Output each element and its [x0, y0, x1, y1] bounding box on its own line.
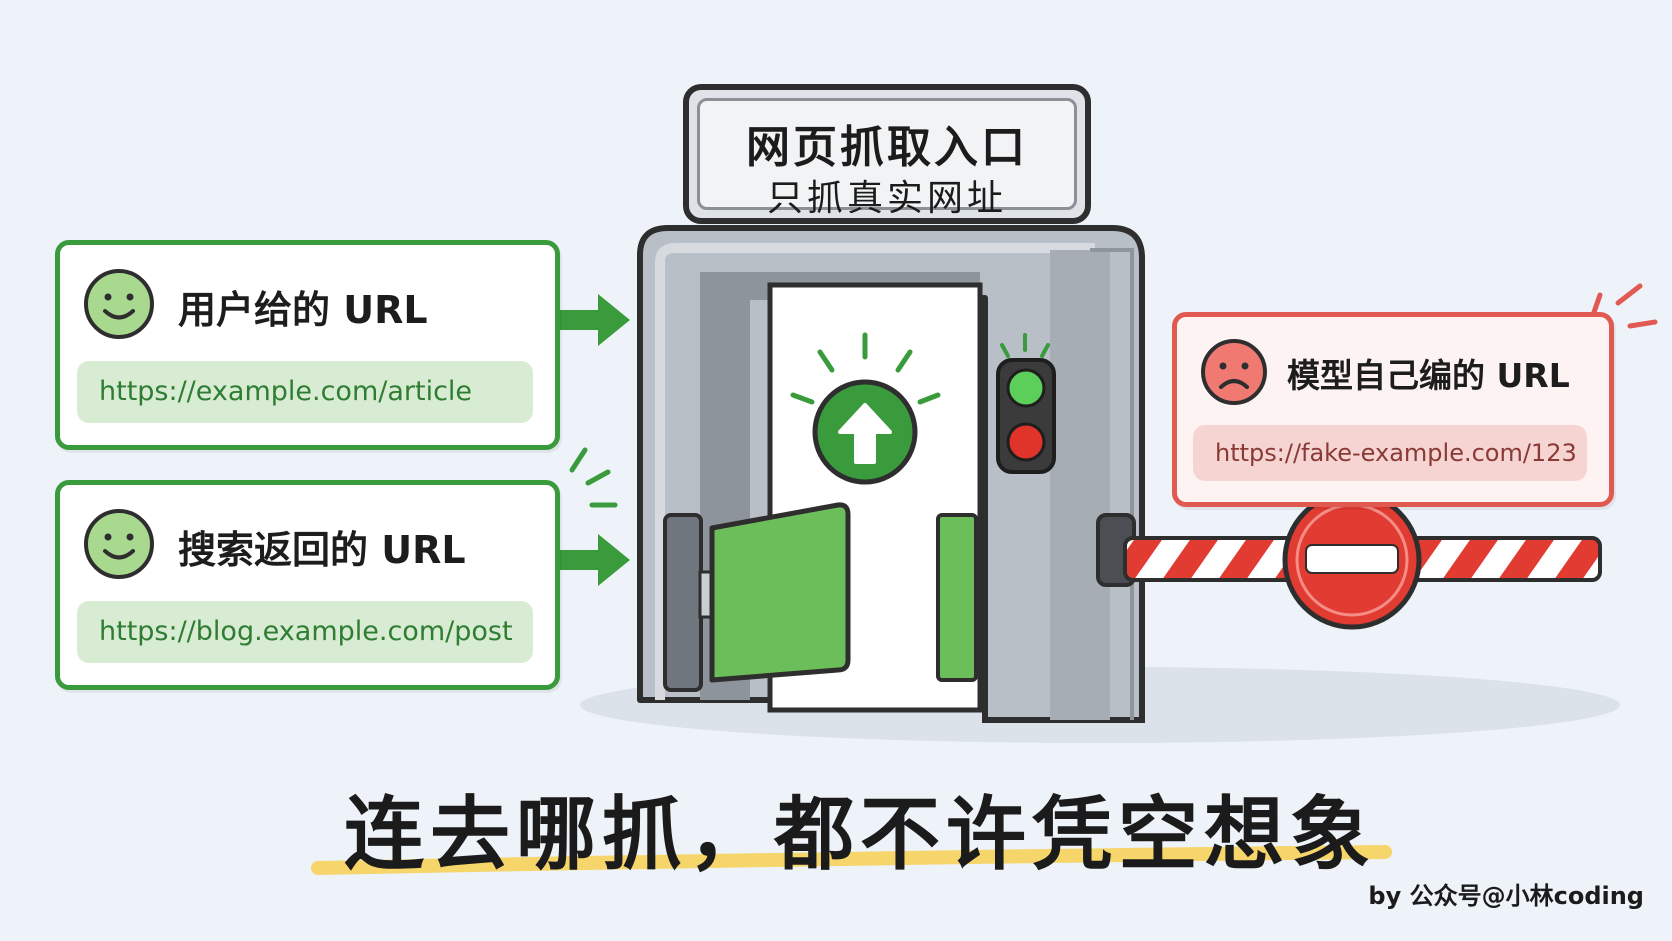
- source-url: https://blog.example.com/post: [77, 601, 533, 663]
- rejected-card: 模型自己编的 URL https://fake-example.com/123: [1172, 312, 1614, 507]
- gate-sign: 网页抓取入口 只抓真实网址: [683, 84, 1091, 224]
- sign-subtitle: 只抓真实网址: [766, 178, 1007, 219]
- gate-sign-panel: 网页抓取入口 只抓真实网址: [697, 98, 1077, 219]
- source-card-user: 用户给的 URL https://example.com/article: [55, 240, 560, 450]
- sign-title: 网页抓取入口: [746, 122, 1028, 173]
- traffic-light-icon: [996, 333, 1056, 474]
- smile-icon: [84, 269, 154, 339]
- rejected-url: https://fake-example.com/123: [1193, 425, 1587, 481]
- smile-icon: [84, 509, 154, 579]
- frown-icon: [1201, 339, 1267, 405]
- source-label: 用户给的 URL: [178, 288, 428, 332]
- up-arrow-icon: [812, 379, 918, 485]
- source-label: 搜索返回的 URL: [178, 528, 466, 572]
- turnstile-right: [936, 513, 978, 682]
- glow-lines: [790, 332, 941, 405]
- stop-sign-icon: [1282, 490, 1422, 630]
- arrow-right-icon: [555, 294, 630, 346]
- rejected-label: 模型自己编的 URL: [1287, 356, 1570, 395]
- headline: 连去哪抓，都不许凭空想象: [344, 788, 1376, 881]
- credit: by 公众号@小林coding: [1368, 882, 1644, 910]
- headline-underline: [311, 845, 1392, 875]
- action-marks: [569, 447, 618, 508]
- source-card-search: 搜索返回的 URL https://blog.example.com/post: [55, 480, 560, 690]
- turnstile-left: [663, 502, 851, 692]
- source-url: https://example.com/article: [77, 361, 533, 423]
- arrow-right-icon: [555, 534, 630, 586]
